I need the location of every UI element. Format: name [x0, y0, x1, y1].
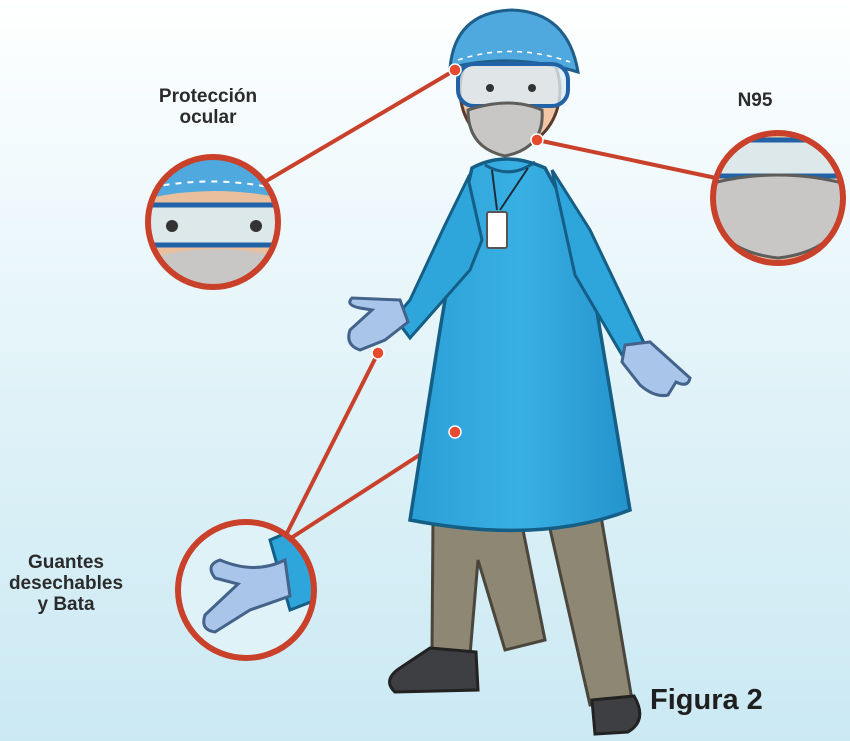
callout-line-glove [286, 353, 378, 535]
shoe-right [592, 696, 640, 734]
callout-dot-eye [449, 64, 461, 76]
pants [432, 515, 545, 655]
n95-mask [468, 103, 542, 156]
gown [410, 159, 630, 530]
label-eye-protection: Protección ocular [128, 86, 288, 128]
glove-left [349, 298, 408, 350]
id-badge [487, 212, 507, 248]
callout-dot-glove [372, 347, 384, 359]
zoom-circle-gloves-gown [176, 520, 316, 660]
callout-dot-gown [449, 426, 461, 438]
callout-line-eye [268, 70, 455, 180]
figure-caption: Figura 2 [650, 684, 763, 717]
callout-dot-n95 [531, 134, 543, 146]
callout-line-n95 [537, 140, 716, 178]
goggles [458, 64, 568, 106]
label-n95: N95 [700, 90, 810, 111]
zoom-circle-eye-protection [132, 150, 302, 300]
shoe-left [390, 648, 478, 692]
label-gloves-gown: Guantes desechables y Bata [0, 552, 132, 615]
health-worker-figure [349, 10, 690, 734]
zoom-circle-n95 [700, 130, 850, 270]
glove-right [622, 342, 690, 396]
